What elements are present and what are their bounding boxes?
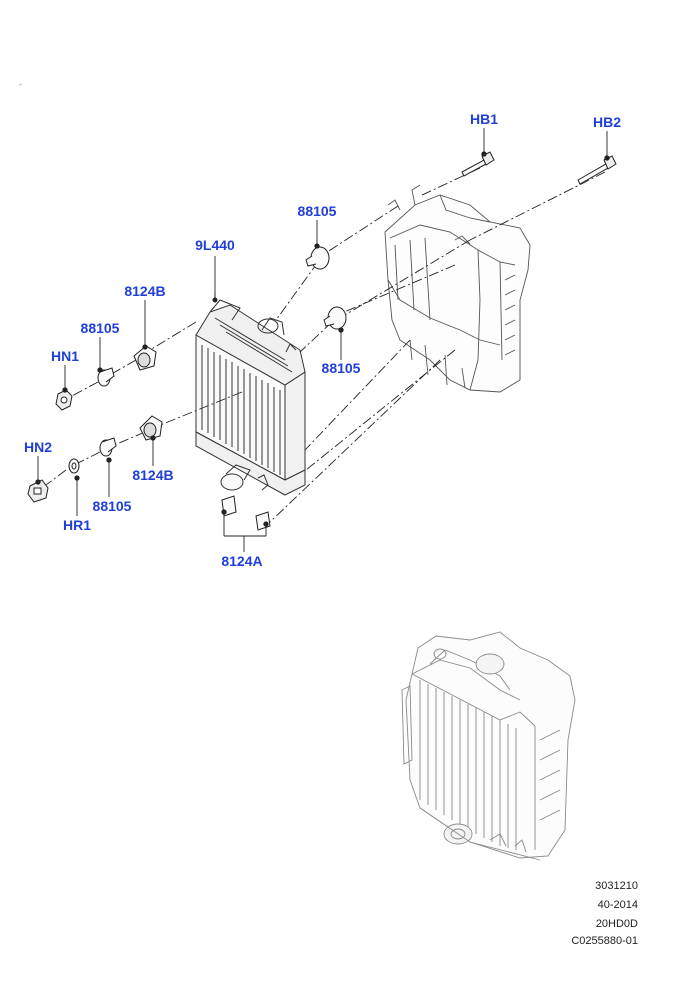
grommet-88105-top	[305, 246, 330, 270]
leader-lines	[35, 128, 610, 552]
label-88105-left: 88105	[81, 320, 120, 336]
label-hr1: HR1	[63, 517, 91, 533]
label-8124a: 8124A	[221, 553, 262, 569]
nut-hn2	[27, 479, 49, 503]
reference-code-1: 3031210	[595, 880, 638, 892]
reference-code-4: C0255880-01	[571, 935, 638, 947]
callout-labels: HB1 HB2 88105 9L440 8124B 88105 HN1 8810…	[24, 111, 621, 569]
intercooler-core	[195, 292, 306, 496]
mount-8124b-low	[139, 415, 163, 441]
bolt-hb2	[577, 155, 617, 185]
label-hb1: HB1	[470, 111, 498, 127]
nut-hn1	[55, 389, 73, 411]
label-8124b-top: 8124B	[124, 283, 165, 299]
washer-88105-left	[97, 367, 115, 387]
mount-8124b-top	[133, 345, 157, 371]
washer-88105-low	[99, 437, 117, 457]
grommet-88105-right	[323, 306, 347, 330]
assembled-overview	[401, 631, 576, 861]
clips-8124a	[221, 495, 271, 531]
corner-mark	[18, 83, 23, 86]
label-88105-mid: 88105	[322, 360, 361, 376]
label-hb2: HB2	[593, 114, 621, 130]
label-88105-low: 88105	[93, 498, 132, 514]
label-9l440: 9L440	[195, 237, 235, 253]
hardware-parts	[27, 151, 617, 531]
reference-code-2: 40-2014	[597, 899, 638, 911]
bracket-shroud	[384, 184, 531, 393]
reference-code-3: 20HD0D	[595, 918, 638, 930]
label-88105-top: 88105	[298, 203, 337, 219]
bolt-hb1	[461, 151, 495, 177]
washer-hr1	[68, 458, 80, 474]
label-hn2: HN2	[24, 439, 52, 455]
label-8124b-low: 8124B	[132, 467, 173, 483]
label-hn1: HN1	[51, 348, 79, 364]
assembly-lines	[41, 167, 606, 523]
